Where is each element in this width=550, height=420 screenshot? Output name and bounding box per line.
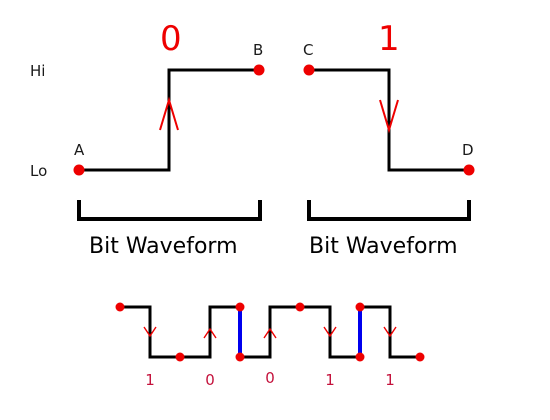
seq-falling-arrow-3 <box>383 326 397 338</box>
hi-level-label: Hi <box>30 62 45 80</box>
bit-one-caption: Bit Waveform <box>309 234 458 259</box>
bit-zero-signal-line <box>79 68 259 172</box>
bit-one-signal-line <box>309 68 469 172</box>
lo-level-label: Lo <box>30 162 47 180</box>
point-c-label: C <box>303 41 313 59</box>
rising-transition-arrow <box>159 96 179 131</box>
bit-zero-title: 0 <box>160 19 182 59</box>
sequence-bit-label: 1 <box>385 371 395 389</box>
point-c-marker <box>303 64 315 76</box>
bit-zero-waveform: 0 A B Bit Waveform <box>73 19 265 259</box>
seq-marker <box>355 352 365 362</box>
seq-marker <box>355 302 365 312</box>
falling-transition-arrow <box>379 99 399 134</box>
seq-rising-arrow-2 <box>263 327 277 339</box>
point-a-label: A <box>74 141 85 159</box>
seq-falling-arrow-1 <box>143 326 157 338</box>
point-d-label: D <box>462 141 474 159</box>
seq-falling-arrow-2 <box>323 326 337 338</box>
sequence-bit-label: 0 <box>265 369 275 387</box>
seq-marker <box>235 302 245 312</box>
sequence-signal-line <box>120 305 420 359</box>
sequence-bit-label: 1 <box>325 371 335 389</box>
seq-marker <box>235 352 245 362</box>
bit-zero-bracket <box>77 200 262 221</box>
bit-one-waveform: 1 C D Bit Waveform <box>303 19 475 259</box>
sequence-bit-label: 1 <box>145 371 155 389</box>
point-b-marker <box>253 64 265 76</box>
seq-marker <box>295 302 305 312</box>
seq-marker <box>175 352 185 362</box>
sequence-bit-label: 0 <box>205 371 215 389</box>
bit-zero-caption: Bit Waveform <box>89 234 238 259</box>
encoded-sequence-waveform: 1 0 0 1 1 <box>115 302 425 389</box>
seq-rising-arrow-1 <box>203 327 217 339</box>
seq-marker <box>115 302 125 312</box>
bit-one-title: 1 <box>378 19 400 59</box>
point-b-label: B <box>253 41 263 59</box>
bit-one-bracket <box>307 200 471 221</box>
point-a-marker <box>73 164 85 176</box>
seq-marker <box>415 352 425 362</box>
point-d-marker <box>463 164 475 176</box>
